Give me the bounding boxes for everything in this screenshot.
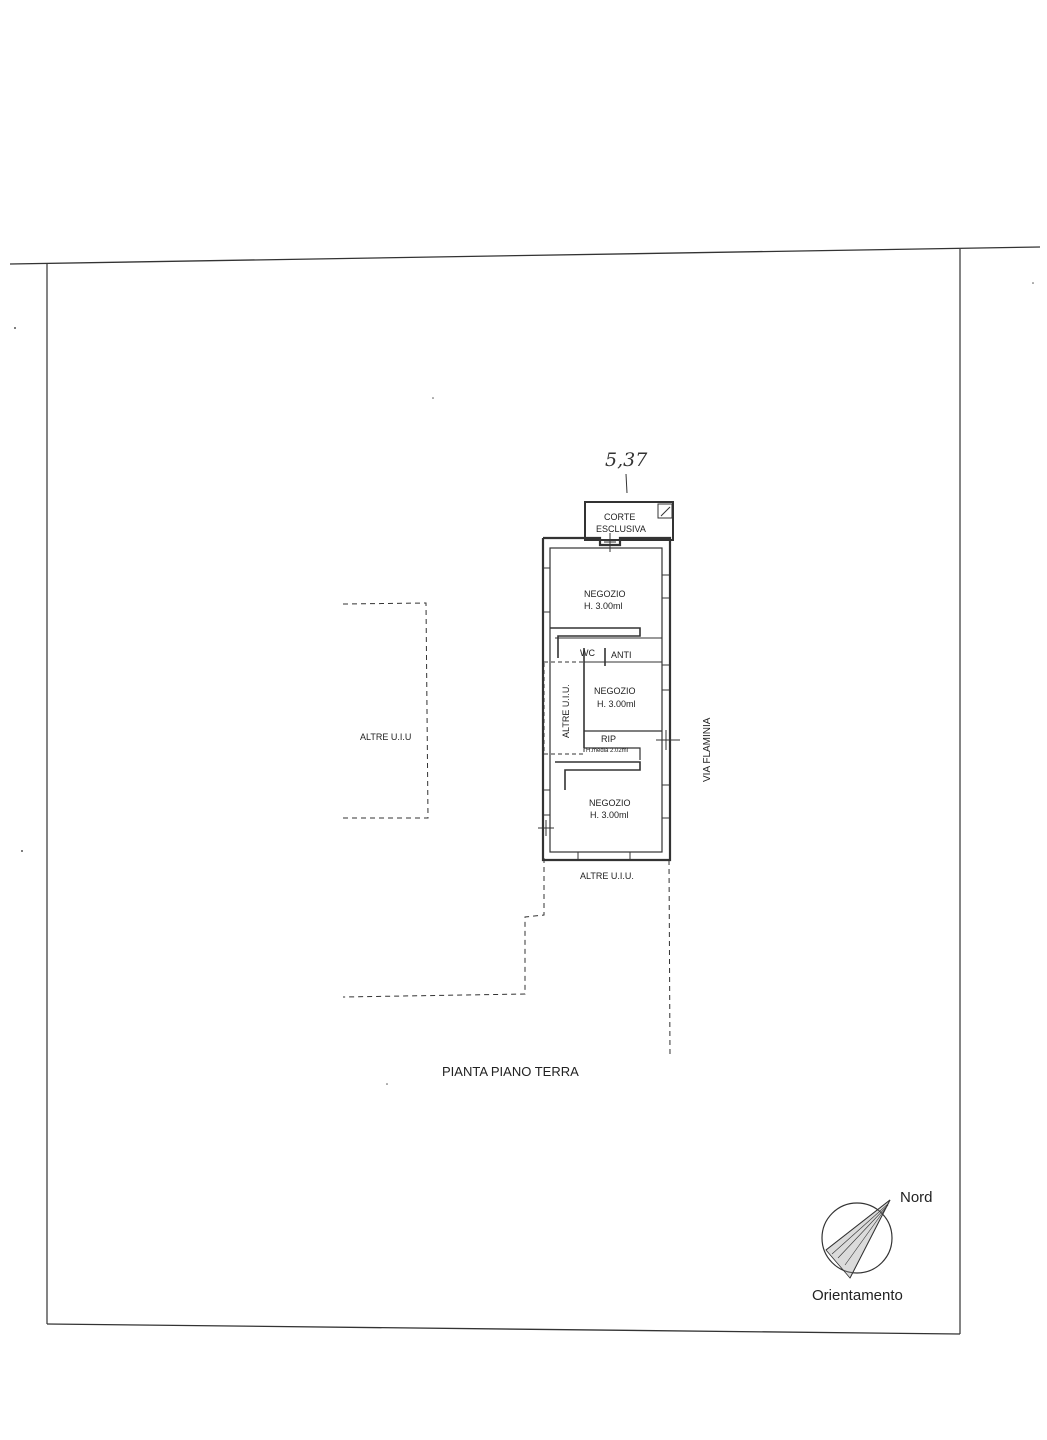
plan-title: PIANTA PIANO TERRA — [442, 1064, 579, 1079]
adjacent-units-bottom — [342, 858, 671, 1057]
wc-label: WC — [580, 648, 595, 658]
negozio-1-height: H. 3.00ml — [584, 601, 623, 611]
sheet-frame — [9, 246, 1041, 1335]
negozio-1-label: NEGOZIO — [584, 589, 626, 599]
handwritten-annotation: 5,37 — [605, 449, 648, 494]
north-arrow-icon — [821, 1199, 893, 1279]
scan-specks — [14, 282, 1034, 1085]
rip-height: H.media 2.02ml — [586, 748, 628, 754]
negozio-2-height: H. 3.00ml — [597, 699, 636, 709]
adjacent-units-left — [342, 602, 429, 819]
interior-partitions — [550, 627, 662, 790]
corte-label-2: ESCLUSIVA — [596, 524, 646, 534]
courtyard-area — [584, 501, 674, 552]
altre-uiu-left-label: ALTRE U.I.U — [360, 732, 411, 742]
negozio-2-label: NEGOZIO — [594, 686, 636, 696]
handwritten-note: 5,37 — [605, 449, 648, 471]
negozio-3-label: NEGOZIO — [589, 798, 631, 808]
street-label: VIA FLAMINIA — [702, 717, 713, 782]
anti-label: ANTI — [611, 650, 632, 660]
altre-uiu-bottom-label: ALTRE U.I.U. — [580, 871, 634, 881]
altre-uiu-vertical-label: ALTRE U.I.U. — [561, 684, 571, 738]
north-label: Nord — [900, 1189, 933, 1206]
adjacent-units-strip — [543, 661, 585, 755]
negozio-3-height: H. 3.00ml — [590, 810, 629, 820]
rip-label: RIP — [601, 734, 616, 744]
corte-label-1: CORTE — [604, 512, 635, 522]
orientation-caption: Orientamento — [812, 1287, 903, 1304]
building-walls — [538, 536, 680, 862]
